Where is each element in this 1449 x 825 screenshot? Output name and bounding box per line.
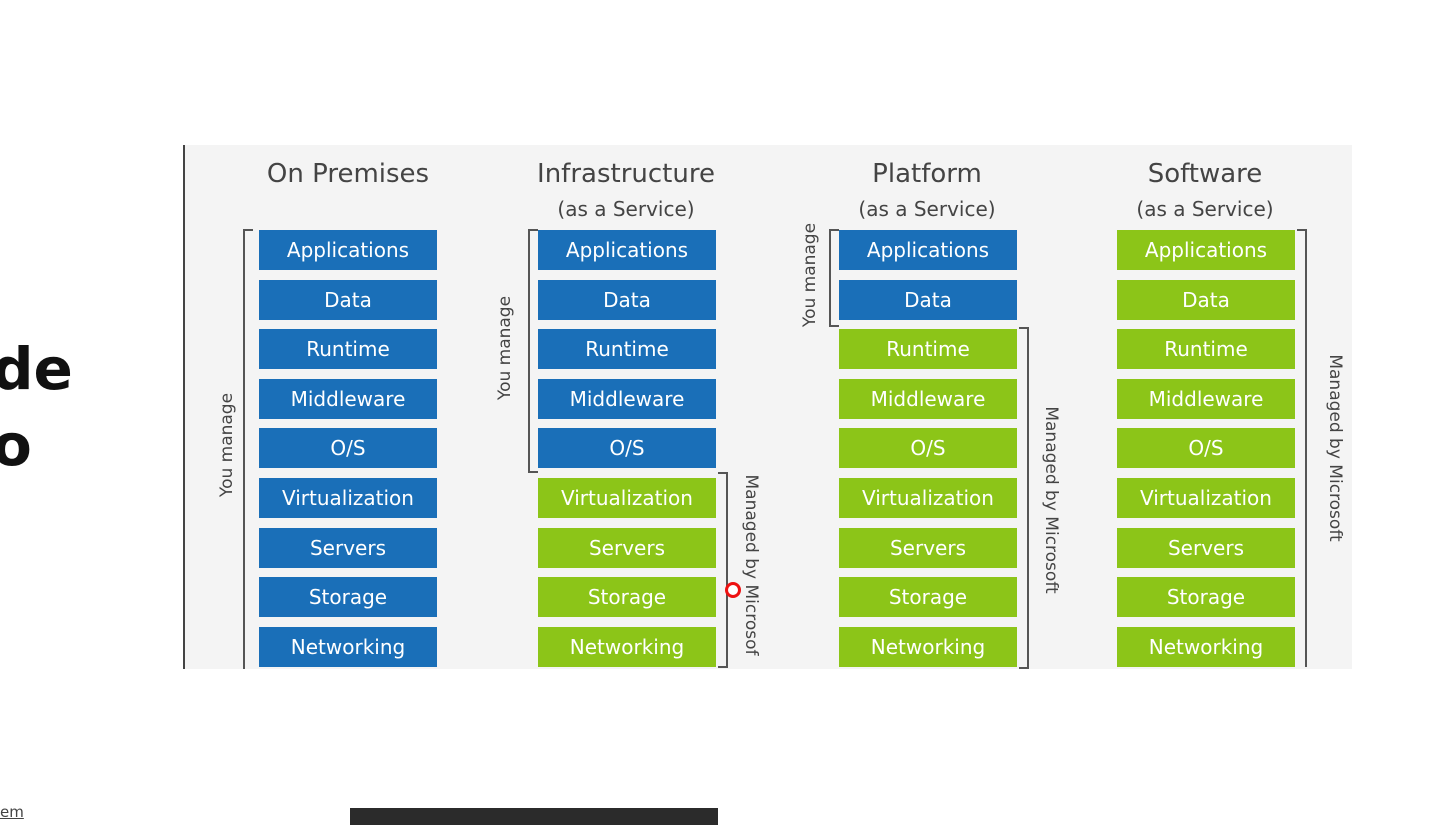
layer-o-s-col-1: O/S [259, 428, 437, 469]
you-manage-label-on-premises: You manage [217, 392, 237, 498]
you-manage-label-infrastructure: You manage [495, 295, 515, 401]
layer-virtualization-col-3: Virtualization [839, 478, 1017, 518]
layer-networking-col-3: Networking [839, 626, 1017, 667]
layer-servers-col-3: Servers [839, 527, 1017, 568]
you-manage-bracket-infrastructure [528, 229, 538, 473]
layer-applications-col-1: Applications [259, 230, 437, 270]
managed-bracket-platform [1019, 327, 1029, 669]
column-subtitle-software: (as a Service) [1136, 197, 1274, 221]
managed-label-platform: Managed by Microsoft [1041, 406, 1061, 594]
layer-data-col-2: Data [538, 279, 716, 320]
bottom-dark-bar [350, 808, 718, 825]
layer-runtime-col-2: Runtime [538, 329, 716, 370]
layer-storage-col-2: Storage [538, 577, 716, 618]
layer-networking-col-4: Networking [1117, 626, 1295, 667]
you-manage-bracket-on-premises [243, 229, 253, 669]
layer-storage-col-3: Storage [839, 577, 1017, 618]
layer-o-s-col-3: O/S [839, 428, 1017, 469]
left-heading-line-2: o [0, 411, 32, 479]
layer-middleware-col-2: Middleware [538, 378, 716, 419]
layer-virtualization-col-4: Virtualization [1117, 478, 1295, 518]
column-title-on-premises: On Premises [266, 159, 430, 189]
you-manage-label-platform: You manage [800, 222, 820, 328]
layer-middleware-col-3: Middleware [839, 378, 1017, 419]
layer-virtualization-col-1: Virtualization [259, 478, 437, 518]
layer-o-s-col-2: O/S [538, 428, 716, 469]
layer-applications-col-3: Applications [839, 230, 1017, 270]
layer-o-s-col-4: O/S [1117, 428, 1295, 469]
managed-bracket-software [1297, 229, 1307, 667]
layer-data-col-1: Data [259, 279, 437, 320]
layer-networking-col-1: Networking [259, 626, 437, 667]
layer-applications-col-2: Applications [538, 230, 716, 270]
layer-data-col-4: Data [1117, 279, 1295, 320]
layer-servers-col-4: Servers [1117, 527, 1295, 568]
layer-storage-col-4: Storage [1117, 577, 1295, 618]
layer-applications-col-4: Applications [1117, 230, 1295, 270]
layer-storage-col-1: Storage [259, 577, 437, 618]
column-title-software: Software [1147, 159, 1263, 189]
column-title-infrastructure: Infrastructure [537, 159, 715, 189]
managed-label-software: Managed by Microsoft [1325, 354, 1345, 542]
layer-middleware-col-1: Middleware [259, 378, 437, 419]
managed-label-infrastructure: Managed by Microsof [741, 474, 761, 656]
layer-data-col-3: Data [839, 279, 1017, 320]
column-subtitle-platform: (as a Service) [858, 197, 996, 221]
layer-virtualization-col-2: Virtualization [538, 478, 716, 518]
layer-servers-col-2: Servers [538, 527, 716, 568]
layer-servers-col-1: Servers [259, 527, 437, 568]
column-title-platform: Platform [872, 159, 982, 189]
you-manage-bracket-platform [829, 229, 839, 327]
managed-bracket-infrastructure [718, 472, 728, 668]
layer-networking-col-2: Networking [538, 626, 716, 667]
left-footer-link[interactable]: em [0, 803, 24, 821]
column-subtitle-infrastructure: (as a Service) [557, 197, 695, 221]
cloud-service-models-diagram: On Premises Infrastructure (as a Service… [183, 145, 1352, 669]
cursor-indicator [725, 582, 741, 598]
layer-runtime-col-3: Runtime [839, 329, 1017, 370]
layer-runtime-col-1: Runtime [259, 329, 437, 370]
left-heading-line-1: de [0, 335, 73, 403]
layer-middleware-col-4: Middleware [1117, 378, 1295, 419]
layer-runtime-col-4: Runtime [1117, 329, 1295, 370]
